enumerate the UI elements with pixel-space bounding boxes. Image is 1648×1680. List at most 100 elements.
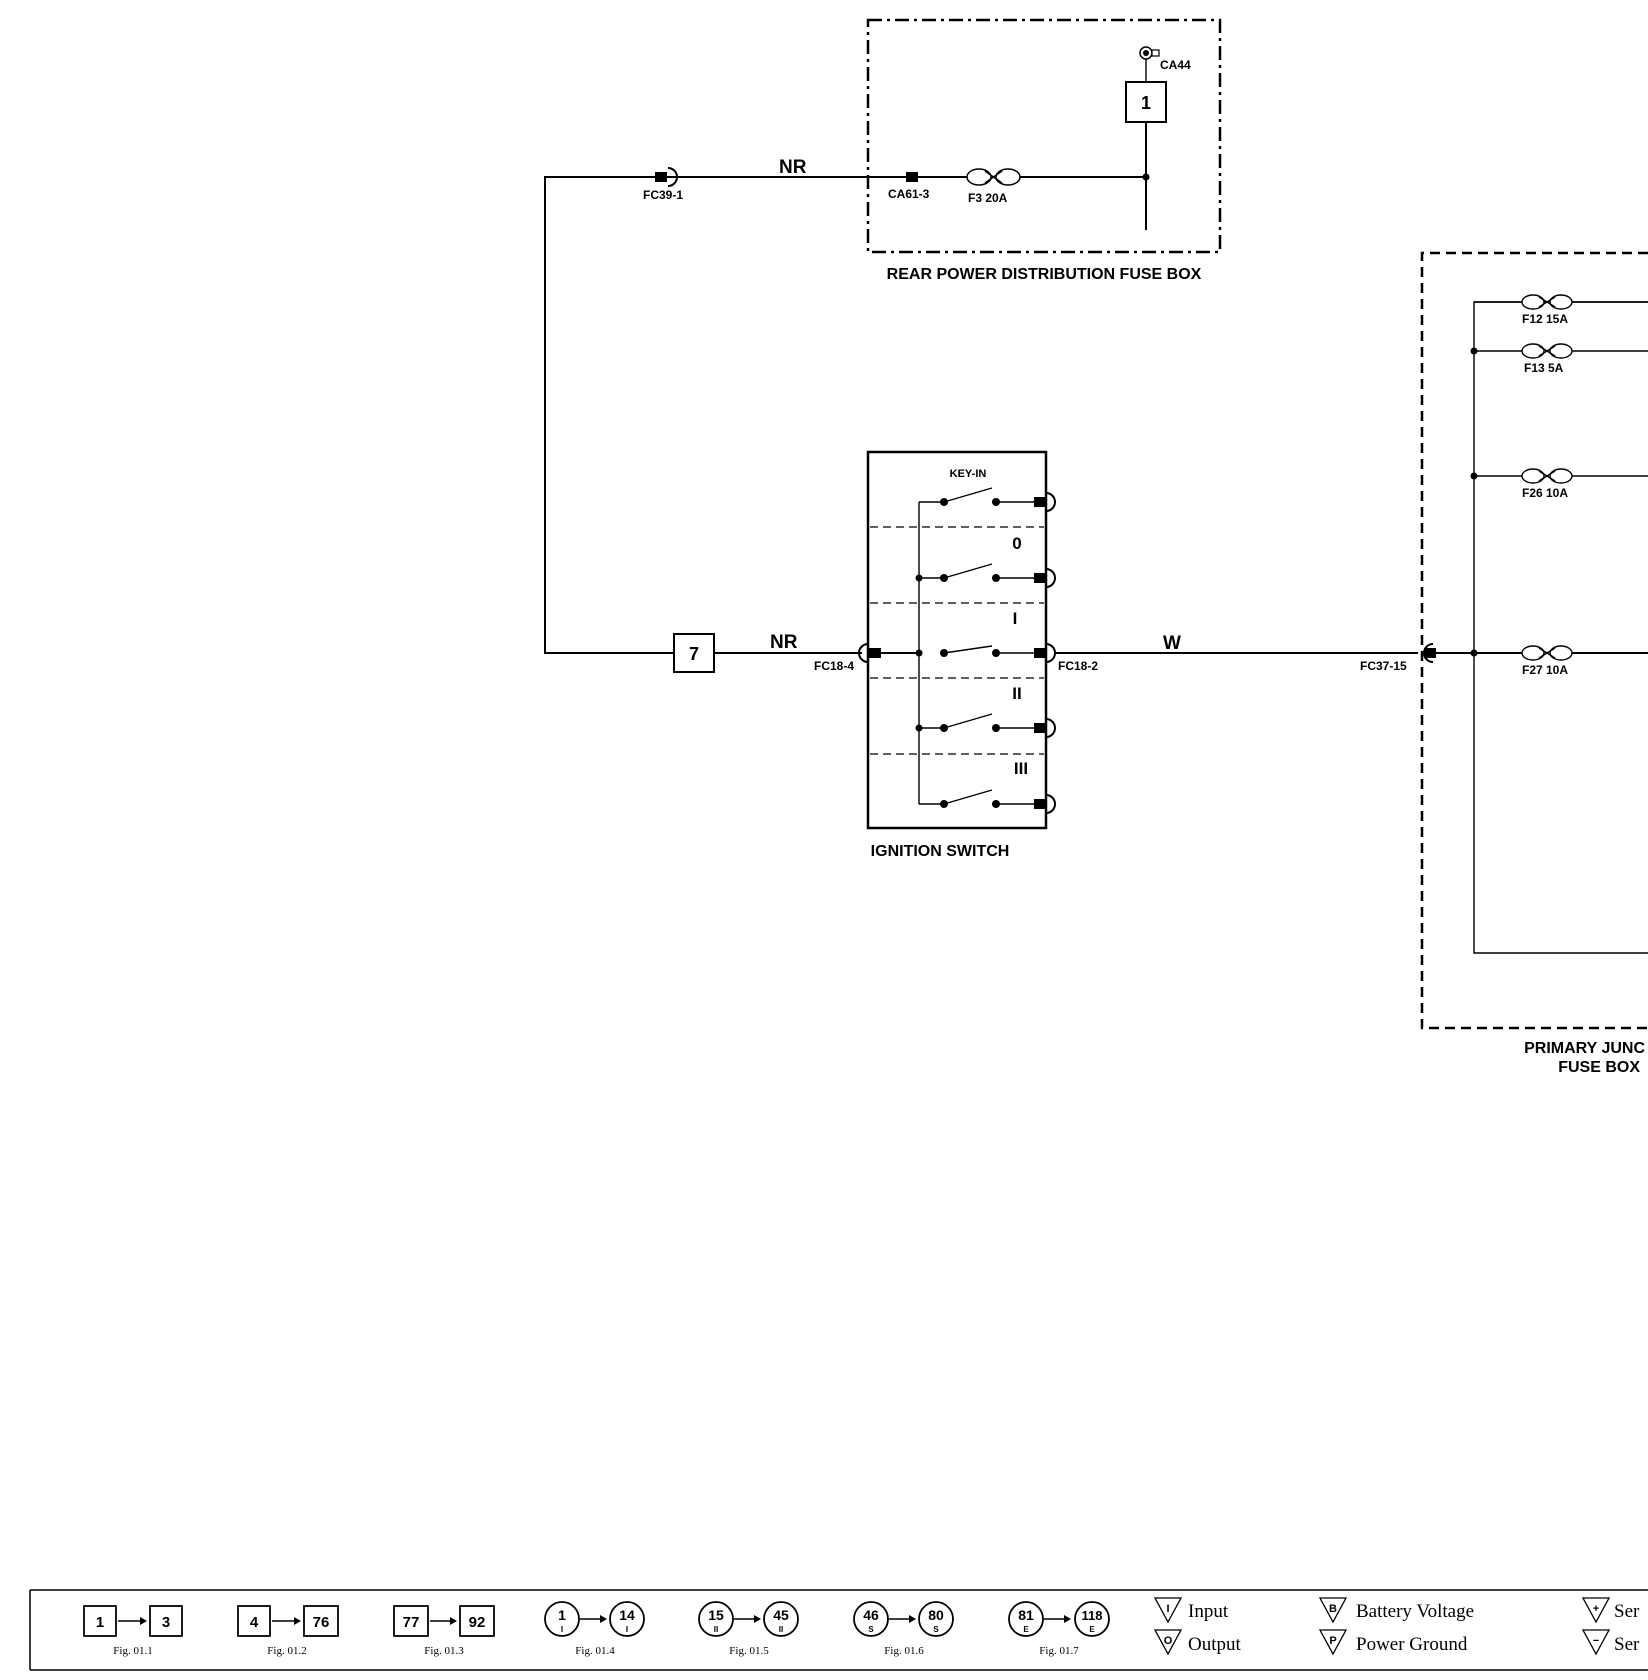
- arrow-right-icon: [754, 1615, 761, 1623]
- switch-position-0: 0: [1012, 534, 1021, 553]
- switch-position-iii: III: [1014, 759, 1028, 778]
- rear-power-distribution-fuse-box: REAR POWER DISTRIBUTION FUSE BOX CA44 1 …: [860, 18, 1222, 283]
- connector-ca61-3: [906, 172, 918, 182]
- fuse-icon: [1521, 294, 1573, 310]
- legend-item-fig-01-3: 77 92 Fig. 01.3: [393, 1605, 495, 1657]
- battery-triangle-icon: [1318, 1597, 1348, 1624]
- legend-symbol-output: O Output: [1153, 1629, 1242, 1656]
- connector-fc18-4: [869, 648, 881, 658]
- fuse-icon: [1521, 645, 1573, 661]
- arrow-right-icon: [140, 1617, 147, 1625]
- wire-left-color: NR: [770, 632, 798, 653]
- switch-contact-iii: [919, 789, 1056, 814]
- connector-ca61-3-label: CA61-3: [888, 187, 930, 201]
- svg-text:−: −: [1593, 1635, 1599, 1647]
- svg-text:81: 81: [1018, 1607, 1034, 1623]
- svg-text:1: 1: [558, 1607, 566, 1623]
- connector-fc18-4-label: FC18-4: [814, 659, 854, 673]
- rear-box-title: REAR POWER DISTRIBUTION FUSE BOX: [887, 266, 1202, 283]
- svg-text:Fig. 01.3: Fig. 01.3: [424, 1645, 464, 1657]
- svg-text:Fig. 01.4: Fig. 01.4: [575, 1645, 615, 1657]
- arrow-right-icon: [600, 1615, 607, 1623]
- arrow-right-icon: [450, 1617, 457, 1625]
- svg-text:Battery Voltage: Battery Voltage: [1356, 1601, 1474, 1622]
- legend-item-fig-01-2: 4 76 Fig. 01.2: [237, 1605, 339, 1657]
- ref-box-7: [673, 633, 715, 673]
- legend-item-fig-01-4: 1 I 14 I Fig. 01.4: [544, 1601, 645, 1657]
- fuse-f27: F27 10A: [1474, 645, 1648, 677]
- primary-box-title-line1: PRIMARY JUNC: [1524, 1040, 1645, 1057]
- svg-text:II: II: [714, 1625, 718, 1634]
- switch-position-key-in: KEY-IN: [950, 468, 987, 480]
- svg-text:77: 77: [403, 1614, 420, 1631]
- svg-text:I: I: [1166, 1603, 1169, 1615]
- switch-position-i: I: [1013, 609, 1018, 628]
- ref-box-7-label: 7: [689, 644, 699, 664]
- svg-text:Ser: Ser: [1614, 1601, 1640, 1622]
- switch-contact-0: [919, 563, 1056, 588]
- switch-contact-key-in: [919, 487, 1056, 512]
- svg-text:76: 76: [313, 1614, 330, 1631]
- svg-text:Fig. 01.1: Fig. 01.1: [113, 1645, 152, 1657]
- svg-text:P: P: [1329, 1635, 1336, 1647]
- fuse-icon: [966, 168, 1021, 186]
- fuse-icon: [1521, 468, 1573, 484]
- svg-text:Fig. 01.2: Fig. 01.2: [267, 1645, 306, 1657]
- connector-fc37-15-label: FC37-15: [1360, 659, 1407, 673]
- switch-contact-ii: [919, 713, 1056, 738]
- switch-position-ii: II: [1012, 684, 1021, 703]
- svg-text:118: 118: [1082, 1608, 1103, 1623]
- svg-text:80: 80: [928, 1607, 944, 1623]
- legend-bar: 1 3 Fig. 01.1 4 76 Fig. 01.2 77 92 Fig. …: [29, 1589, 1648, 1671]
- legend-item-fig-01-7: 81 E 118 E Fig. 01.7: [1008, 1601, 1110, 1657]
- legend-symbol-input: I Input: [1153, 1597, 1229, 1624]
- legend-item-fig-01-1: 1 3 Fig. 01.1: [83, 1605, 183, 1657]
- fuse-icon: [1521, 343, 1573, 359]
- primary-junction-fuse-box: PRIMARY JUNC FUSE BOX F12 15A: [1420, 251, 1648, 1076]
- ground-label: CA44: [1160, 58, 1191, 72]
- output-triangle-icon: [1153, 1629, 1183, 1656]
- ground-triangle-icon: [1318, 1629, 1348, 1656]
- arrow-right-icon: [294, 1617, 301, 1625]
- fuse-f26-label: F26 10A: [1522, 486, 1568, 500]
- svg-text:Fig. 01.5: Fig. 01.5: [729, 1645, 769, 1657]
- svg-text:92: 92: [469, 1614, 486, 1631]
- ignition-switch: IGNITION SWITCH KEY-IN 0 I II III FC18-4: [814, 450, 1098, 860]
- input-triangle-icon: [1153, 1597, 1183, 1624]
- fuse-f13: F13 5A: [1474, 343, 1648, 375]
- svg-text:II: II: [779, 1625, 783, 1634]
- svg-text:Power Ground: Power Ground: [1356, 1634, 1468, 1655]
- fuse-f12-label: F12 15A: [1522, 312, 1568, 326]
- svg-text:3: 3: [162, 1614, 170, 1631]
- fuse-f12: F12 15A: [1474, 294, 1648, 326]
- svg-text:B: B: [1329, 1603, 1337, 1615]
- ignition-switch-title: IGNITION SWITCH: [871, 843, 1010, 860]
- svg-text:14: 14: [619, 1607, 635, 1623]
- svg-text:45: 45: [773, 1607, 789, 1623]
- svg-text:46: 46: [863, 1607, 879, 1623]
- connector-fc18-2-label: FC18-2: [1058, 659, 1098, 673]
- connector-fc39-1-label: FC39-1: [643, 188, 683, 202]
- plus-triangle-icon: [1581, 1597, 1611, 1624]
- legend-symbol-power-ground: P Power Ground: [1318, 1629, 1468, 1656]
- connector-fc37-15: [1424, 648, 1436, 658]
- legend-symbol-battery-voltage: B Battery Voltage: [1318, 1597, 1474, 1624]
- feed-wire: NR FC39-1 7 NR: [544, 157, 868, 673]
- fuse-f26: F26 10A: [1474, 468, 1648, 500]
- wire-right-color: W: [1163, 633, 1181, 654]
- switch-contact-i: [940, 643, 1056, 663]
- output-wire: W FC37-15: [1055, 633, 1436, 673]
- svg-text:Fig. 01.6: Fig. 01.6: [884, 1645, 924, 1657]
- svg-text:S: S: [933, 1625, 939, 1634]
- arrow-right-icon: [1064, 1615, 1071, 1623]
- legend-symbol-sensor-minus: − Ser: [1581, 1629, 1640, 1656]
- minus-triangle-icon: [1581, 1629, 1611, 1656]
- svg-text:15: 15: [708, 1607, 724, 1623]
- legend-item-fig-01-5: 15 II 45 II Fig. 01.5: [698, 1601, 799, 1657]
- fuse-f3-label: F3 20A: [968, 191, 1008, 205]
- legend-symbol-sensor-plus: + Ser: [1581, 1597, 1640, 1624]
- svg-text:Fig. 01.7: Fig. 01.7: [1039, 1645, 1079, 1657]
- fuse-f27-label: F27 10A: [1522, 663, 1568, 677]
- svg-text:I: I: [626, 1625, 628, 1634]
